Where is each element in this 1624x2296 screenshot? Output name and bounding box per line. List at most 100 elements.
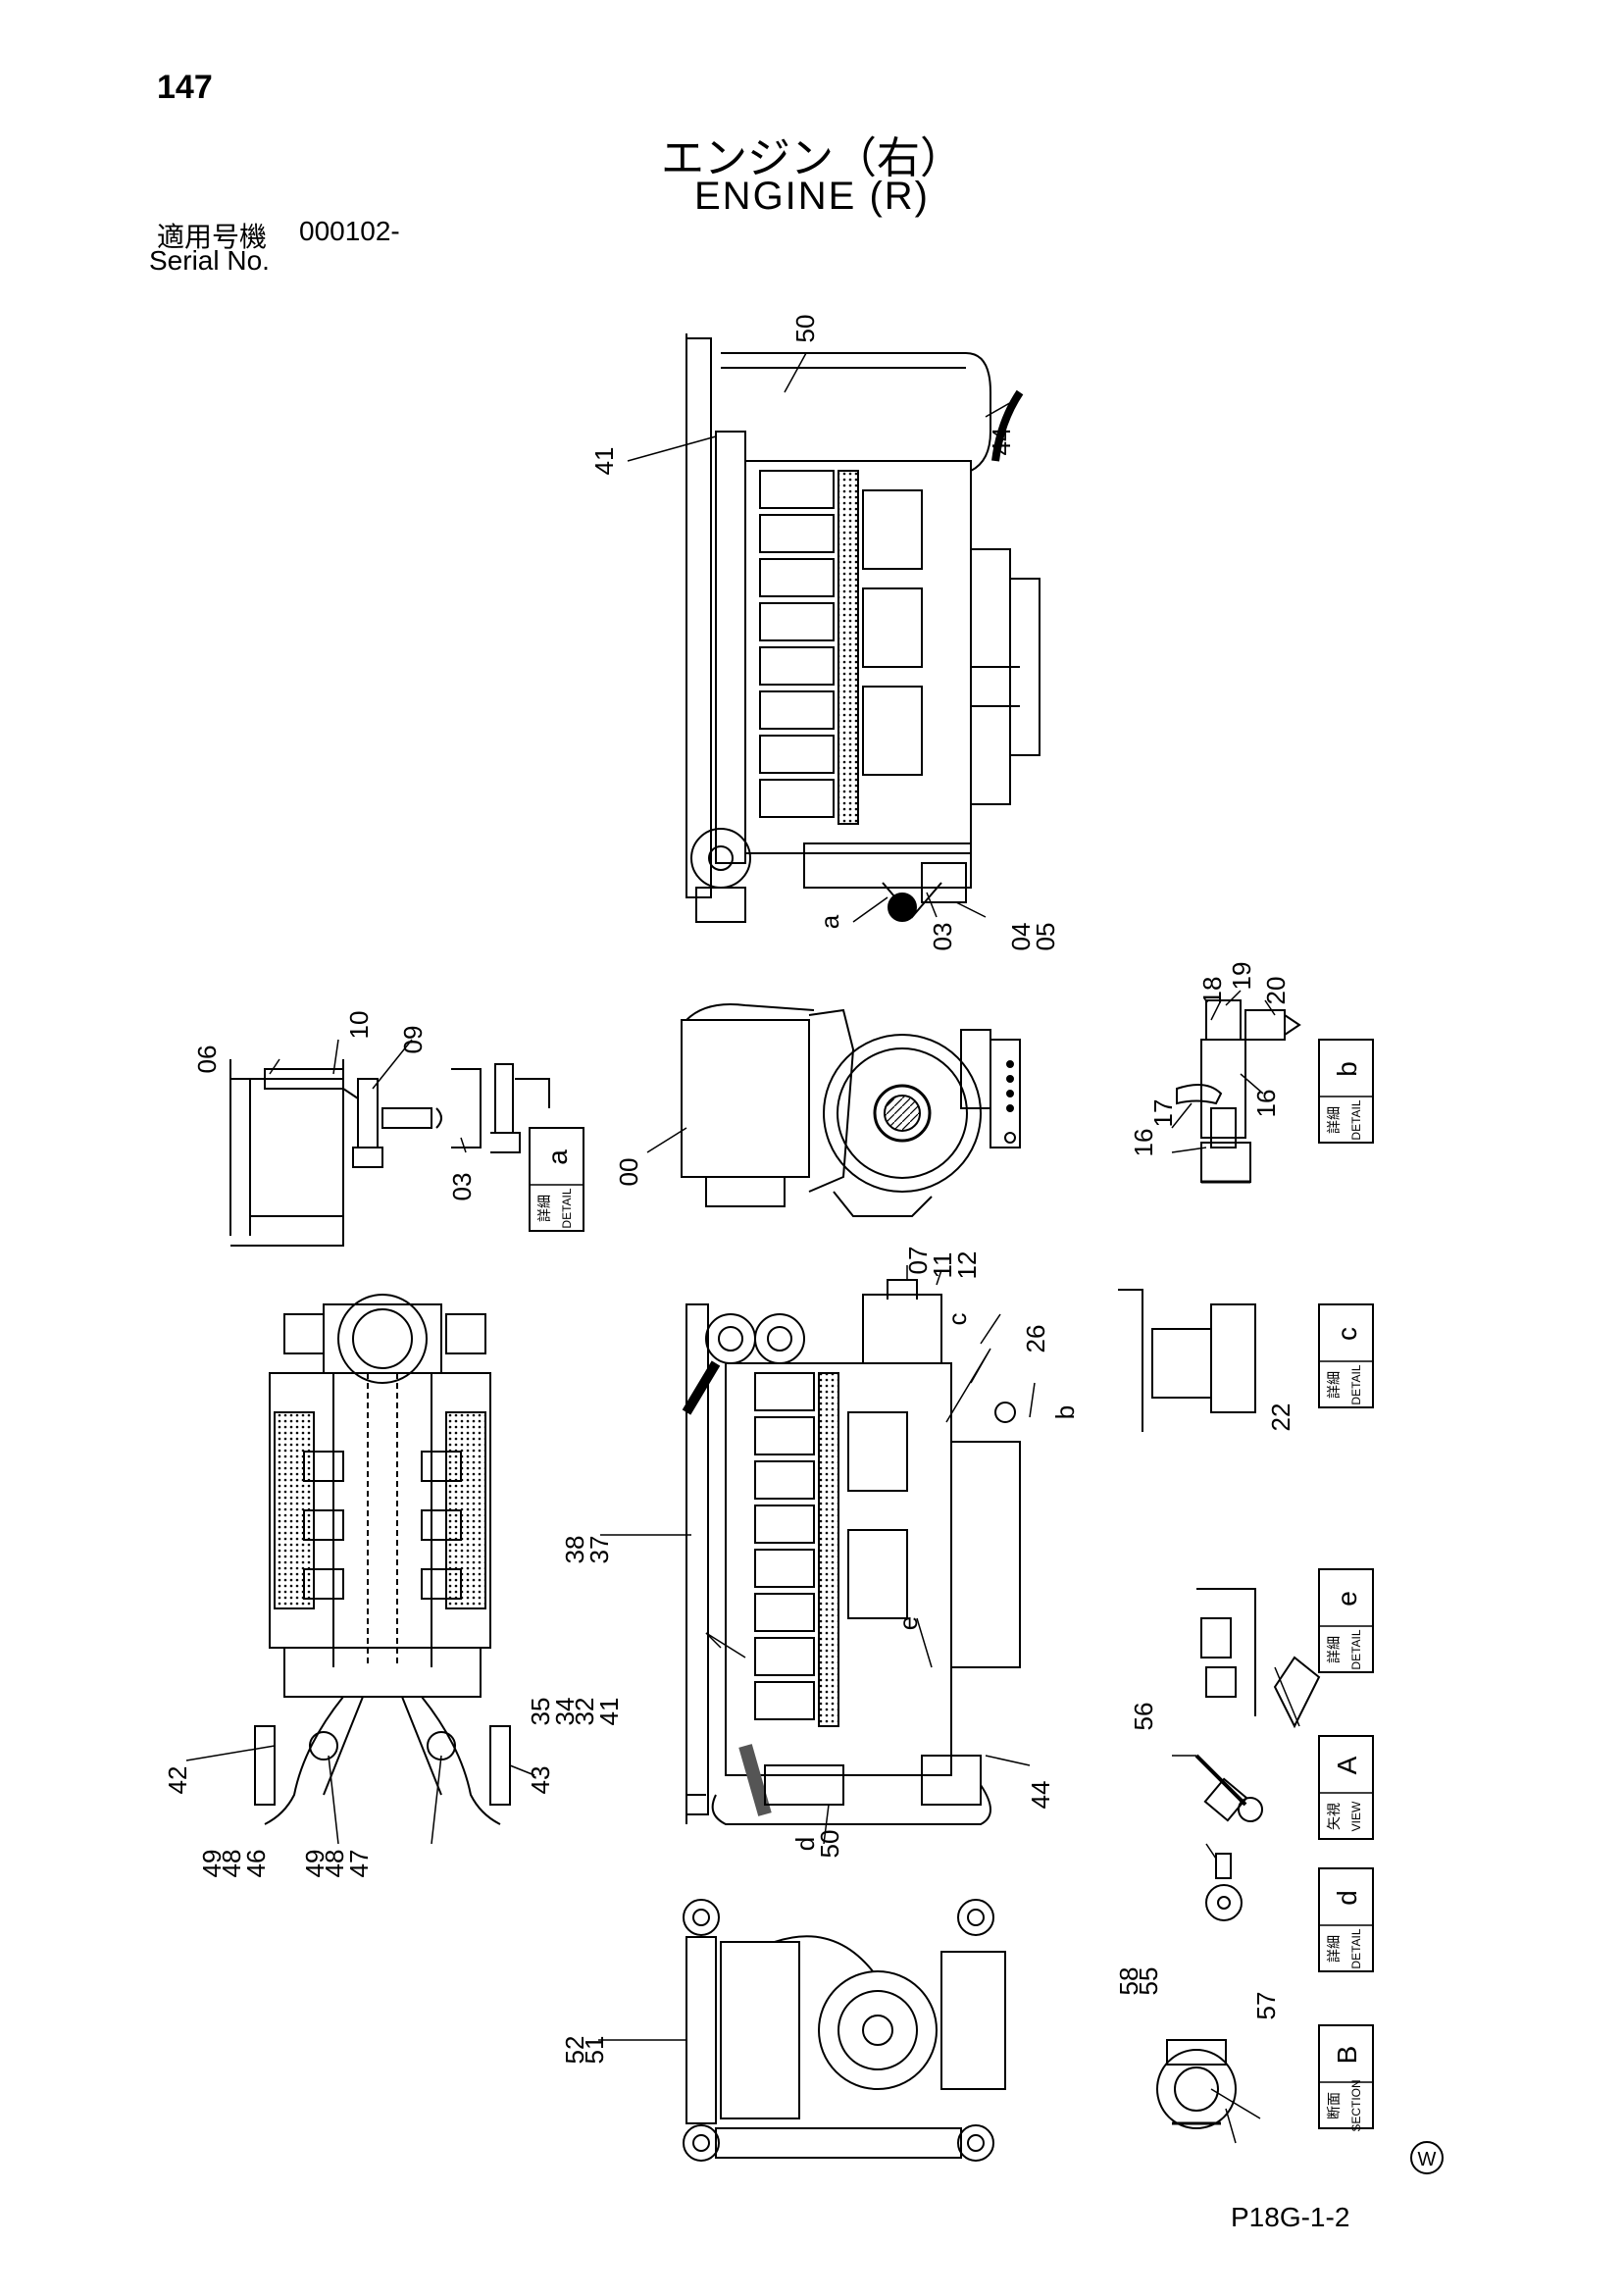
callout-20: 20 — [1261, 977, 1291, 1005]
detail-box-A: 矢視 VIEW A — [1318, 1735, 1374, 1840]
callout-17: 17 — [1148, 1099, 1178, 1128]
callout-07: 07 — [903, 1247, 933, 1275]
callout-05: 05 — [1031, 923, 1060, 951]
callout-42: 42 — [163, 1766, 192, 1795]
callout-41: 41 — [594, 1698, 624, 1726]
part-55-drawing — [1205, 1853, 1243, 1921]
callout-49: 49 — [197, 1850, 227, 1878]
detail-b-drawing — [1176, 999, 1301, 1184]
callout-b: b — [1050, 1405, 1080, 1419]
leader-lines — [185, 352, 1300, 2144]
callout-38: 38 — [560, 1536, 589, 1564]
svg-text:DETAIL: DETAIL — [1349, 1099, 1363, 1140]
callout-50: 50 — [815, 1830, 844, 1859]
callout-55: 55 — [1134, 1967, 1163, 1996]
serial-label-japanese: 適用号機 — [157, 221, 268, 253]
svg-text:詳細: 詳細 — [537, 1195, 553, 1222]
callout-50: 50 — [790, 315, 820, 343]
callout-49: 49 — [300, 1850, 330, 1878]
callout-c: c — [942, 1313, 972, 1326]
svg-text:d: d — [1332, 1890, 1362, 1906]
engine-rear-view — [683, 1899, 1006, 2162]
detail-c-drawing — [1118, 1289, 1256, 1432]
svg-text:詳細: 詳細 — [1327, 1935, 1343, 1963]
svg-text:詳細: 詳細 — [1327, 1371, 1343, 1399]
engine-front-view — [681, 1003, 1021, 1217]
callout-00: 00 — [614, 1158, 643, 1187]
page-number: 147 — [157, 69, 213, 106]
callout-26: 26 — [1021, 1325, 1050, 1353]
svg-text:断面: 断面 — [1327, 2092, 1343, 2119]
svg-text:a: a — [542, 1149, 573, 1165]
callout-44: 44 — [987, 428, 1016, 456]
svg-text:矢視: 矢視 — [1327, 1803, 1343, 1830]
serial-value: 000102- — [299, 216, 400, 246]
callout-10: 10 — [344, 1011, 374, 1040]
detail-box-c: 詳細 DETAIL c — [1318, 1303, 1374, 1408]
svg-text:詳細: 詳細 — [1327, 1636, 1343, 1663]
callout-03: 03 — [928, 923, 957, 951]
detail-a-drawing — [229, 1059, 550, 1247]
copyright-mark: W — [1418, 2149, 1437, 2170]
callout-03: 03 — [447, 1173, 477, 1201]
callout-16: 16 — [1251, 1090, 1281, 1118]
svg-text:B: B — [1332, 2046, 1362, 2065]
callout-12: 12 — [952, 1251, 982, 1280]
callout-09: 09 — [398, 1026, 428, 1054]
svg-text:SECTION: SECTION — [1349, 2079, 1363, 2131]
callout-48: 48 — [320, 1850, 349, 1878]
callout-37: 37 — [584, 1536, 614, 1564]
detail-box-B: 断面 SECTION B — [1318, 2024, 1374, 2132]
svg-text:DETAIL: DETAIL — [1349, 1364, 1363, 1404]
callout-34: 34 — [550, 1698, 580, 1726]
callout-46: 46 — [241, 1850, 271, 1878]
callout-16: 16 — [1129, 1129, 1158, 1157]
callout-19: 19 — [1227, 962, 1256, 991]
callout-41: 41 — [589, 447, 619, 476]
callout-06: 06 — [192, 1046, 222, 1074]
callout-57: 57 — [1251, 1992, 1281, 2020]
title-japanese: エンジン（右） — [661, 133, 963, 183]
copyright-mark-icon — [1410, 2141, 1444, 2174]
svg-text:A: A — [1332, 1756, 1362, 1774]
callout-d: d — [790, 1837, 820, 1851]
svg-text:c: c — [1332, 1327, 1362, 1341]
svg-text:詳細: 詳細 — [1327, 1106, 1343, 1134]
callout-48: 48 — [217, 1850, 246, 1878]
callout-51: 51 — [580, 2036, 609, 2065]
part-56-drawing — [1194, 1754, 1263, 1822]
callout-58: 58 — [1114, 1967, 1143, 1996]
title-english: ENGINE (R) — [694, 175, 930, 218]
callout-56: 56 — [1129, 1703, 1158, 1731]
svg-text:DETAIL: DETAIL — [1349, 1629, 1363, 1669]
engine-top-view — [685, 333, 1040, 923]
engine-plan-view — [254, 1294, 511, 1825]
callout-e: e — [893, 1616, 923, 1630]
section-b-drawing — [1156, 2039, 1237, 2129]
svg-text:DETAIL: DETAIL — [560, 1188, 574, 1228]
callout-32: 32 — [570, 1698, 599, 1726]
callout-43: 43 — [526, 1766, 555, 1795]
callout-18: 18 — [1197, 977, 1227, 1005]
callout-44: 44 — [1026, 1781, 1055, 1810]
callout-52: 52 — [560, 2036, 589, 2065]
detail-e-drawing — [1196, 1588, 1321, 1729]
detail-box-d: 詳細 DETAIL d — [1318, 1867, 1374, 1972]
callout-22: 22 — [1266, 1403, 1295, 1432]
svg-text:b: b — [1332, 1061, 1362, 1077]
svg-text:DETAIL: DETAIL — [1349, 1928, 1363, 1968]
callout-a: a — [815, 914, 844, 929]
callout-35: 35 — [526, 1698, 555, 1726]
svg-text:VIEW: VIEW — [1349, 1801, 1363, 1831]
page-reference: P18G-1-2 — [1231, 2202, 1350, 2232]
detail-box-b: 詳細 DETAIL b — [1318, 1039, 1374, 1144]
callout-11: 11 — [928, 1252, 957, 1279]
callout-04: 04 — [1006, 923, 1036, 951]
serial-label-english: Serial No. — [149, 245, 270, 276]
svg-text:e: e — [1332, 1591, 1362, 1607]
detail-box-e: 詳細 DETAIL e — [1318, 1568, 1374, 1673]
callout-47: 47 — [344, 1850, 374, 1878]
